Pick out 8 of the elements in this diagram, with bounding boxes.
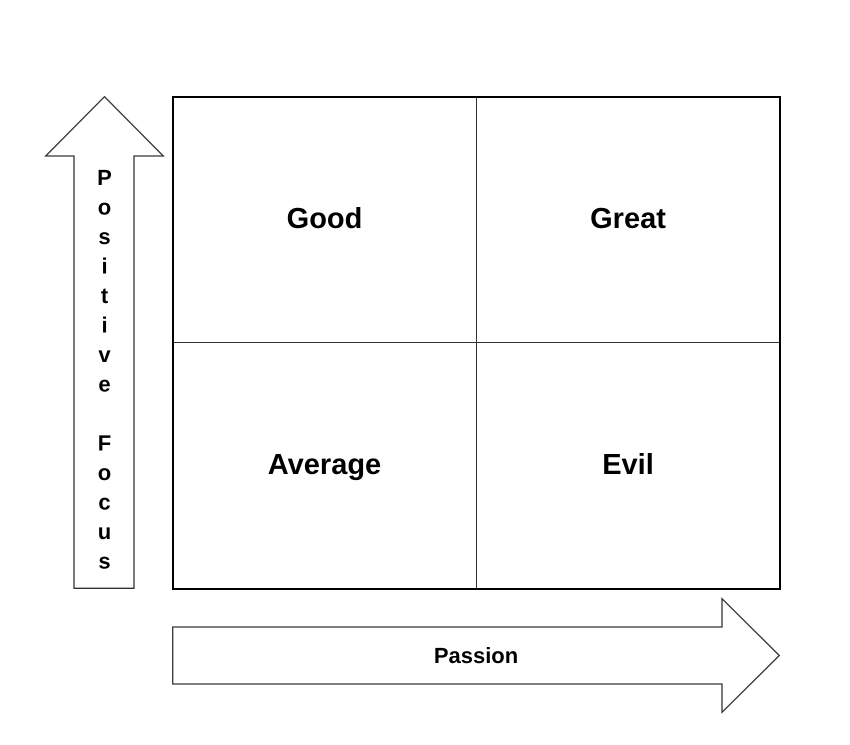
- quadrant-label: Good: [286, 204, 362, 236]
- axis-label: Positive Focus: [93, 165, 115, 578]
- quadrant-label: Average: [268, 450, 382, 482]
- axis-label: Passion: [434, 645, 518, 667]
- quadrant-label: Great: [590, 204, 666, 236]
- quadrant-label: Evil: [602, 450, 654, 482]
- up-arrow: [45, 96, 164, 589]
- right-arrow: [172, 598, 780, 713]
